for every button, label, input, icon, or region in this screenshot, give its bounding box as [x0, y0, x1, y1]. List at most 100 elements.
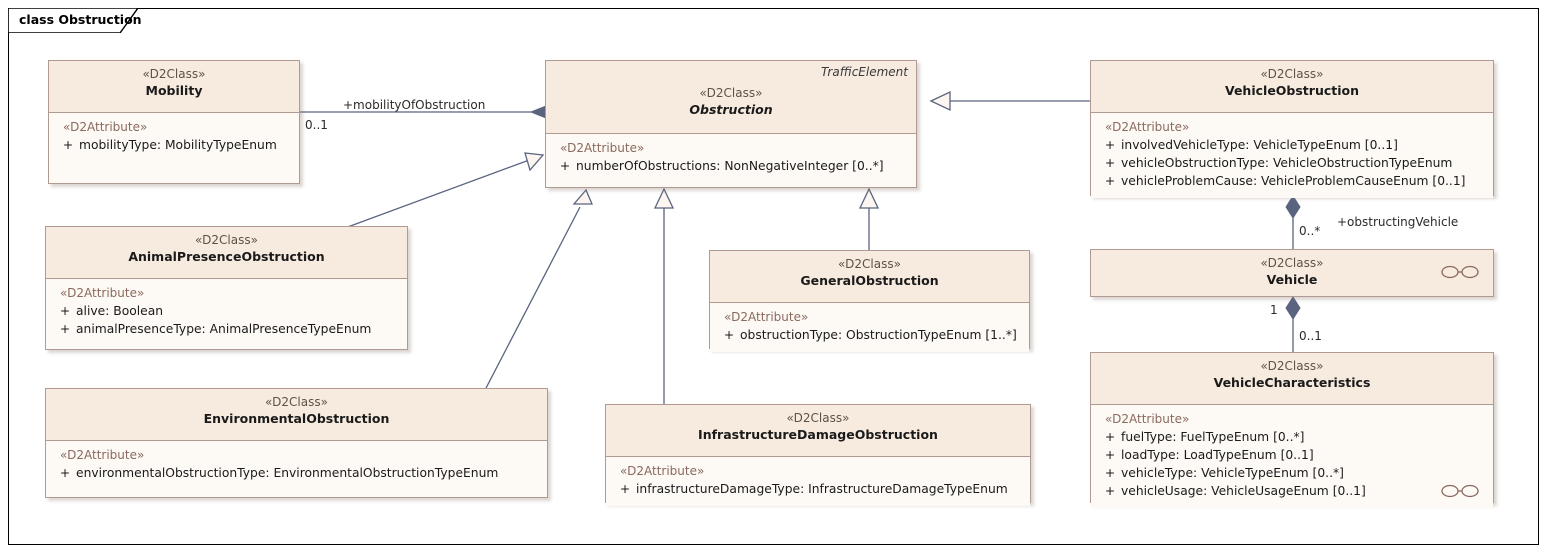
- class-box-vehicle[interactable]: «D2Class» Vehicle: [1090, 249, 1494, 297]
- attribute-visibility: +: [1104, 448, 1116, 462]
- stereotype-label: «D2Class»: [1260, 256, 1324, 270]
- attribute-text: obstructionType: ObstructionTypeEnum [1.…: [740, 328, 1017, 342]
- attribute-visibility: +: [59, 466, 71, 480]
- attribute-text: mobilityType: MobilityTypeEnum: [79, 138, 277, 152]
- class-name-mobility: Mobility: [145, 83, 203, 98]
- class-box-vehiclecharacteristics[interactable]: «D2Class» VehicleCharacteristics «D2Attr…: [1090, 352, 1494, 508]
- attribute-visibility: +: [1104, 466, 1116, 480]
- attribute-stereotype-label: «D2Attribute»: [60, 448, 145, 462]
- class-box-vehicleobstruction[interactable]: «D2Class» VehicleObstruction «D2Attribut…: [1090, 60, 1494, 198]
- class-header-vehicleobstruction: «D2Class» VehicleObstruction: [1091, 61, 1493, 113]
- attribute-visibility: +: [62, 138, 74, 152]
- class-name-obstruction: Obstruction: [689, 102, 773, 117]
- attribute-stereotype-label: «D2Attribute»: [1105, 412, 1190, 426]
- attribute-row: +vehicleType: VehicleTypeEnum [0..*]: [1095, 464, 1489, 482]
- class-name-infrastructuredamageobstruction: InfrastructureDamageObstruction: [698, 427, 938, 442]
- attribute-row: + alive: Boolean: [50, 302, 403, 320]
- attribute-stereotype-label: «D2Attribute»: [63, 120, 148, 134]
- stereotype-label: «D2Class»: [195, 233, 258, 247]
- attribute-row: +fuelType: FuelTypeEnum [0..*]: [1095, 428, 1489, 446]
- class-box-obstruction[interactable]: TrafficElement «D2Class» Obstruction «D2…: [545, 60, 917, 188]
- edge-label-mobility-multiplicity: 0..1: [305, 118, 328, 132]
- edge-label-vehicle-source-multiplicity: 1: [1270, 303, 1278, 317]
- attribute-visibility: +: [1104, 484, 1116, 498]
- attribute-text: loadType: LoadTypeEnum [0..1]: [1121, 448, 1314, 462]
- attribute-text: vehicleUsage: VehicleUsageEnum [0..1]: [1121, 484, 1366, 498]
- attribute-visibility: +: [59, 304, 71, 318]
- class-body-mobility: «D2Attribute» + mobilityType: MobilityTyp…: [49, 113, 299, 162]
- attribute-text: vehicleObstructionType: VehicleObstructi…: [1121, 156, 1453, 170]
- stereotype-label: «D2Class»: [699, 86, 763, 100]
- attribute-stereotype-label: «D2Attribute»: [724, 310, 809, 324]
- attribute-visibility: +: [559, 159, 571, 173]
- class-box-environmentalobstruction[interactable]: «D2Class» EnvironmentalObstruction «D2At…: [45, 388, 548, 498]
- stereotype-label: «D2Class»: [1260, 359, 1324, 373]
- attribute-text: involvedVehicleType: VehicleTypeEnum [0.…: [1121, 138, 1398, 152]
- class-name-environmentalobstruction: EnvironmentalObstruction: [203, 411, 390, 426]
- attribute-row: + mobilityType: MobilityTypeEnum: [53, 136, 295, 154]
- attribute-text: vehicleProblemCause: VehicleProblemCause…: [1121, 174, 1466, 188]
- edge-label-obstructingvehicle: +obstructingVehicle: [1337, 215, 1459, 229]
- class-name-vehicleobstruction: VehicleObstruction: [1224, 83, 1360, 98]
- diagram-title-tab[interactable]: class Obstruction: [8, 8, 142, 33]
- attribute-visibility: +: [1104, 174, 1116, 188]
- stereotype-label: «D2Class»: [1260, 67, 1324, 81]
- class-body-animalpresenceobstruction: «D2Attribute» + alive: Boolean +animalPre…: [46, 279, 407, 346]
- attribute-row: + environmentalObstructionType: Environme…: [50, 464, 543, 482]
- title-tab-shape: [8, 8, 138, 33]
- attribute-visibility: +: [619, 482, 631, 496]
- attribute-stereotype-label: «D2Attribute»: [560, 141, 645, 155]
- class-header-vehiclecharacteristics: «D2Class» VehicleCharacteristics: [1091, 353, 1493, 405]
- attribute-stereotype-label: «D2Attribute»: [60, 286, 145, 300]
- attribute-text: environmentalObstructionType: Environmen…: [76, 466, 499, 480]
- class-box-infrastructuredamageobstruction[interactable]: «D2Class» InfrastructureDamageObstructio…: [605, 404, 1031, 506]
- attribute-row: + obstructionType: ObstructionTypeEnum [1…: [714, 326, 1025, 344]
- stereotype-label: «D2Class»: [265, 395, 328, 409]
- attribute-text: infrastructureDamageType: Infrastructure…: [636, 482, 1008, 496]
- attribute-row: + vehicleUsage: VehicleUsageEnum [0..1]: [1095, 482, 1489, 500]
- attribute-row: +animalPresenceType: AnimalPresenceTypeE…: [50, 320, 403, 338]
- attribute-stereotype-label: «D2Attribute»: [1105, 120, 1190, 134]
- attribute-visibility: +: [723, 328, 735, 342]
- attribute-text: animalPresenceType: AnimalPresenceTypeEn…: [76, 322, 372, 336]
- link-badge-icon: [1441, 484, 1479, 498]
- class-body-environmentalobstruction: «D2Attribute» + environmentalObstructionT…: [46, 441, 547, 490]
- diagram-frame: [8, 8, 1539, 545]
- class-body-vehiclecharacteristics: «D2Attribute» +fuelType: FuelTypeEnum [0…: [1091, 405, 1493, 508]
- stereotype-label: «D2Class»: [838, 257, 901, 271]
- class-box-animalpresenceobstruction[interactable]: «D2Class» AnimalPresenceObstruction «D2A…: [45, 226, 408, 350]
- edge-label-obstructingvehicle-multiplicity: 0..*: [1299, 224, 1321, 238]
- stereotype-label: «D2Class»: [142, 67, 206, 81]
- class-header-infrastructuredamageobstruction: «D2Class» InfrastructureDamageObstructio…: [606, 405, 1030, 457]
- edge-label-vehicle-target-multiplicity: 0..1: [1299, 329, 1322, 343]
- attribute-text: numberOfObstructions: NonNegativeInteger…: [576, 159, 884, 173]
- class-header-vehicle: «D2Class» Vehicle: [1091, 250, 1493, 296]
- class-name-animalpresenceobstruction: AnimalPresenceObstruction: [128, 249, 325, 264]
- stereotype-label: «D2Class»: [786, 411, 850, 425]
- attribute-row: + involvedVehicleType: VehicleTypeEnum [0…: [1095, 136, 1489, 154]
- edge-label-mobilityofobstruction: +mobilityOfObstruction: [343, 98, 486, 112]
- class-name-vehiclecharacteristics: VehicleCharacteristics: [1213, 375, 1371, 390]
- class-name-vehicle: Vehicle: [1266, 272, 1318, 287]
- attribute-visibility: +: [1104, 138, 1116, 152]
- attribute-row: + loadType: LoadTypeEnum [0..1]: [1095, 446, 1489, 464]
- class-body-obstruction: «D2Attribute» + numberOfObstructions: Non…: [546, 134, 916, 183]
- class-header-generalobstruction: «D2Class» GeneralObstruction: [710, 251, 1029, 303]
- attribute-stereotype-label: «D2Attribute»: [620, 464, 705, 478]
- attribute-text: alive: Boolean: [76, 304, 164, 318]
- parent-package-tag: TrafficElement: [821, 65, 908, 79]
- class-body-vehicleobstruction: «D2Attribute» + involvedVehicleType: Vehi…: [1091, 113, 1493, 198]
- class-header-obstruction: TrafficElement «D2Class» Obstruction: [546, 61, 916, 134]
- class-body-generalobstruction: «D2Attribute» + obstructionType: Obstruct…: [710, 303, 1029, 352]
- class-box-generalobstruction[interactable]: «D2Class» GeneralObstruction «D2Attribut…: [709, 250, 1030, 352]
- attribute-row: + numberOfObstructions: NonNegativeIntege…: [550, 157, 912, 175]
- class-box-mobility[interactable]: «D2Class» Mobility «D2Attribute» + mobili…: [48, 60, 300, 184]
- attribute-visibility: +: [1104, 156, 1116, 170]
- diagram-title: class Obstruction: [19, 12, 142, 27]
- attribute-row: + vehicleObstructionType: VehicleObstruct…: [1095, 154, 1489, 172]
- class-name-generalobstruction: GeneralObstruction: [800, 273, 939, 288]
- attribute-row: + vehicleProblemCause: VehicleProblemCaus…: [1095, 172, 1489, 190]
- attribute-text: fuelType: FuelTypeEnum [0..*]: [1121, 430, 1305, 444]
- class-body-infrastructuredamageobstruction: «D2Attribute» + infrastructureDamageType:…: [606, 457, 1030, 506]
